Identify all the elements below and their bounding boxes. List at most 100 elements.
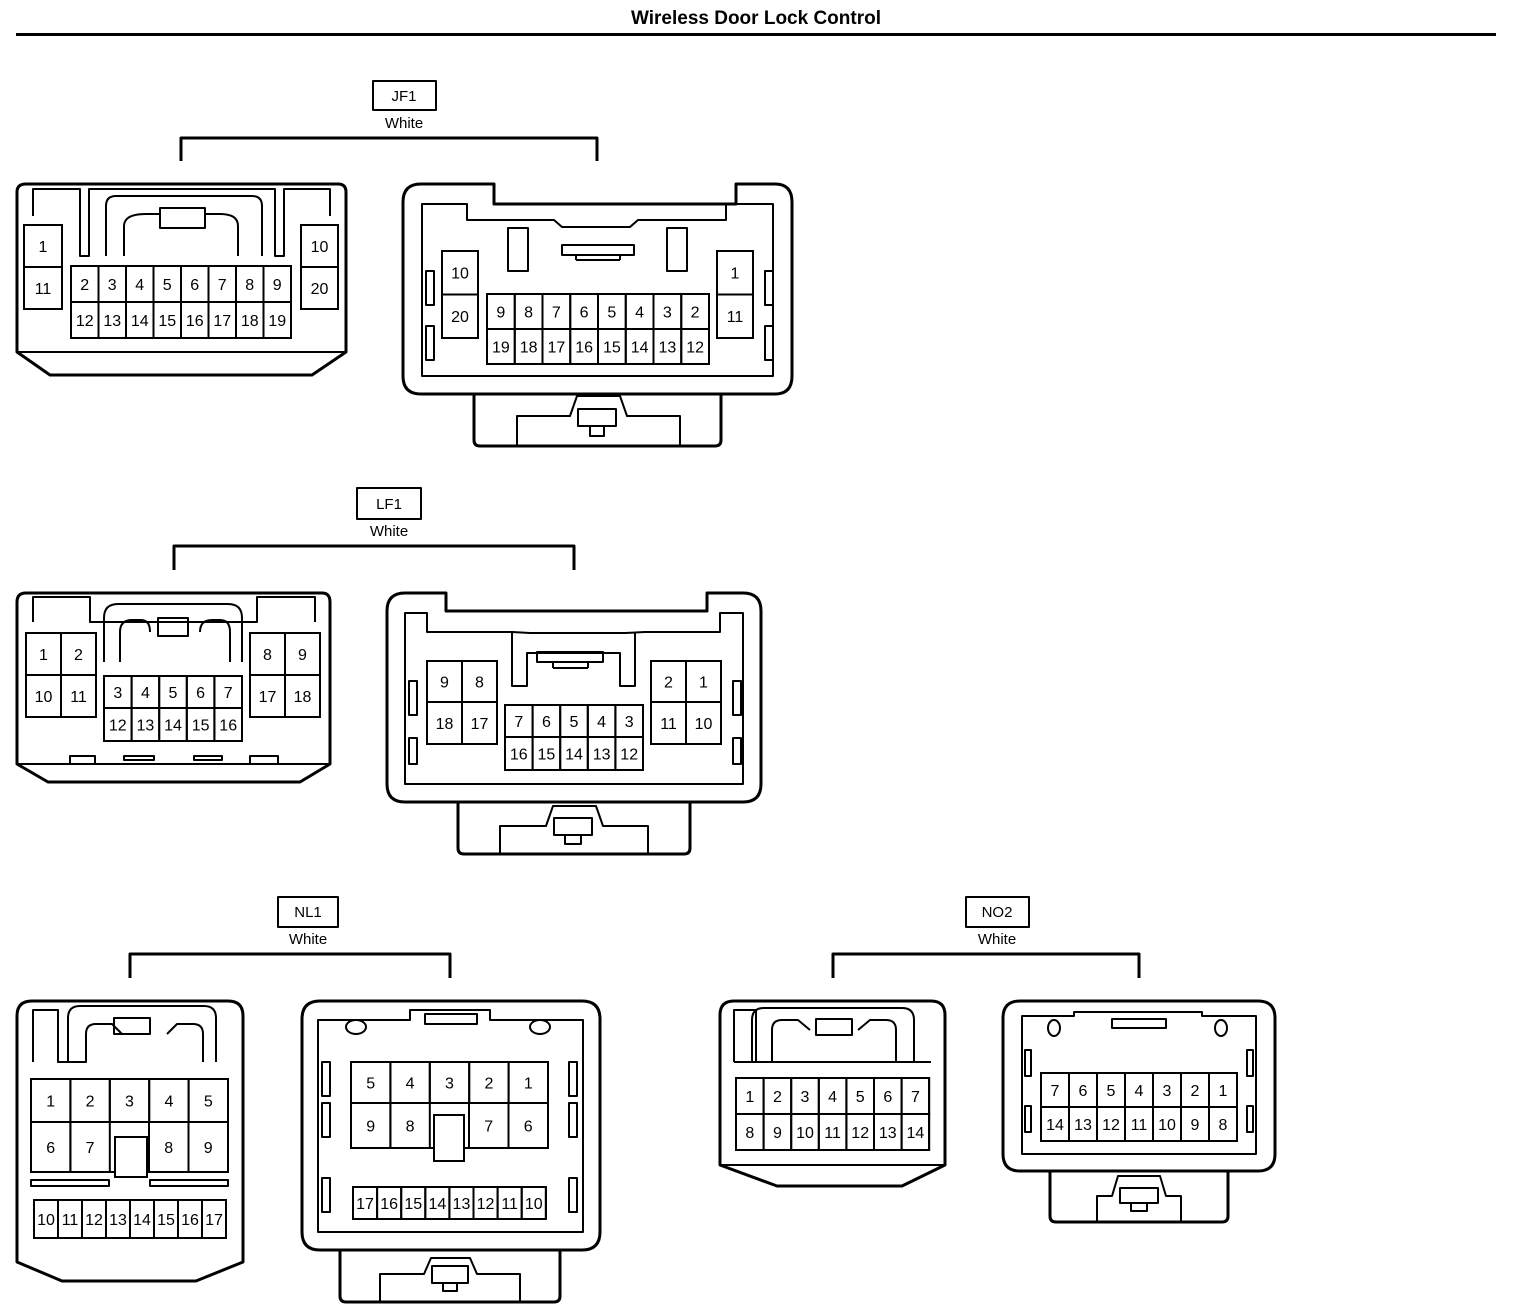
terminal-number: 14	[133, 1212, 151, 1229]
terminal-cell	[187, 1121, 229, 1173]
terminal-lf1-female-15: 15	[531, 736, 562, 771]
terminal-number: 20	[311, 281, 329, 298]
terminal-number: 4	[406, 1075, 415, 1092]
terminal-number: 1	[1219, 1083, 1228, 1100]
terminal-number: 8	[164, 1140, 173, 1157]
terminal-number: 2	[484, 1075, 493, 1092]
terminal-number: 17	[471, 716, 489, 733]
terminal-number: 4	[828, 1089, 837, 1106]
terminal-number: 7	[484, 1118, 493, 1135]
terminal-no2-male-13: 13	[873, 1113, 903, 1151]
terminal-cell	[685, 701, 722, 745]
connector-lf1	[15, 487, 763, 856]
terminal-jf1-female-4: 4	[624, 293, 655, 330]
terminal-nl1-female-15: 15	[400, 1186, 427, 1220]
terminal-number: 14	[428, 1196, 446, 1213]
terminal-number: 6	[196, 685, 205, 702]
terminal-cell	[507, 1102, 549, 1149]
terminal-number: 4	[597, 714, 606, 731]
terminal-number: 13	[593, 746, 611, 763]
terminal-jf1-male-16: 16	[180, 301, 210, 339]
terminal-number: 10	[1158, 1117, 1176, 1134]
terminal-no2-male-6: 6	[873, 1077, 903, 1115]
terminal-number: 8	[475, 674, 484, 691]
connector-label-lf1: LF1	[376, 496, 402, 513]
terminal-number: 9	[366, 1118, 375, 1135]
terminal-number: 2	[80, 277, 89, 294]
terminal-number: 12	[1102, 1117, 1120, 1134]
terminal-nl1-male-8: 8	[148, 1121, 190, 1173]
terminal-jf1-male-14: 14	[125, 301, 155, 339]
terminal-jf1-male-18: 18	[235, 301, 265, 339]
terminal-cell	[262, 301, 292, 339]
terminal-nl1-male-16: 16	[177, 1199, 203, 1239]
terminal-number: 16	[219, 717, 237, 734]
terminal-number: 6	[524, 1118, 533, 1135]
terminal-jf1-female-2: 2	[680, 293, 710, 330]
terminal-no2-male-1: 1	[735, 1077, 765, 1115]
terminal-number: 5	[856, 1089, 865, 1106]
terminal-number: 1	[745, 1089, 754, 1106]
terminal-number: 6	[190, 277, 199, 294]
terminal-number: 7	[514, 714, 523, 731]
terminal-number: 16	[181, 1212, 199, 1229]
terminal-no2-male-7: 7	[900, 1077, 931, 1115]
terminal-number: 13	[103, 313, 121, 330]
terminal-number: 1	[46, 1093, 55, 1110]
terminal-jf1-male-9: 9	[262, 265, 292, 303]
terminal-no2-male-12: 12	[845, 1113, 876, 1151]
terminal-jf1-female-9: 9	[486, 293, 516, 330]
terminal-nl1-male-10: 10	[33, 1199, 59, 1239]
terminal-number: 15	[404, 1196, 422, 1213]
terminal-number: 9	[273, 277, 282, 294]
terminal-jf1-female-14: 14	[624, 328, 655, 365]
terminal-number: 15	[158, 313, 176, 330]
connector-color-lf1: White	[370, 523, 408, 540]
terminal-nl1-female-8: 8	[389, 1102, 431, 1149]
terminal-number: 11	[35, 281, 52, 298]
connector-pair-bracket-no2	[831, 952, 1141, 978]
terminal-cell	[1208, 1106, 1238, 1142]
terminal-lf1-male-3: 3	[103, 675, 133, 709]
terminal-number: 15	[157, 1212, 175, 1229]
terminal-jf1-female-1: 1	[716, 250, 754, 296]
terminal-nl1-female-16: 16	[376, 1186, 403, 1220]
terminal-lf1-female-17: 17	[461, 701, 498, 745]
terminal-nl1-female-1: 1	[507, 1061, 550, 1104]
terminal-number: 8	[263, 647, 272, 664]
terminal-number: 6	[580, 304, 589, 321]
terminal-number: 8	[524, 304, 533, 321]
terminal-number: 6	[46, 1140, 55, 1157]
terminal-number: 3	[125, 1093, 134, 1110]
terminal-number: 5	[1107, 1083, 1116, 1100]
terminal-number: 3	[445, 1075, 454, 1092]
terminal-no2-female-8: 8	[1208, 1106, 1238, 1142]
terminal-no2-female-1: 1	[1208, 1072, 1238, 1108]
terminal-number: 10	[525, 1196, 543, 1213]
terminal-lf1-female-3: 3	[614, 704, 645, 738]
terminal-number: 14	[565, 746, 583, 763]
terminal-nl1-female-2: 2	[468, 1061, 510, 1104]
terminal-cell	[389, 1102, 431, 1149]
terminal-jf1-female-6: 6	[569, 293, 599, 330]
terminal-jf1-male-17: 17	[207, 301, 237, 339]
terminal-number: 16	[186, 313, 204, 330]
terminal-lf1-female-18: 18	[426, 701, 463, 745]
terminal-number: 7	[86, 1140, 95, 1157]
terminal-number: 2	[664, 674, 673, 691]
terminal-jf1-male-5: 5	[152, 265, 182, 303]
terminal-number: 15	[538, 746, 556, 763]
terminal-number: 12	[477, 1196, 495, 1213]
terminal-jf1-female-16: 16	[569, 328, 599, 365]
connector-color-no2: White	[978, 931, 1016, 948]
terminal-number: 12	[851, 1125, 869, 1142]
terminal-nl1-male-13: 13	[105, 1199, 131, 1239]
terminal-no2-female-2: 2	[1180, 1072, 1210, 1108]
terminal-number: 16	[510, 746, 528, 763]
terminal-number: 13	[1074, 1117, 1092, 1134]
terminal-lf1-female-11: 11	[650, 701, 687, 745]
terminal-number: 8	[745, 1125, 754, 1142]
terminal-cell	[213, 707, 243, 742]
